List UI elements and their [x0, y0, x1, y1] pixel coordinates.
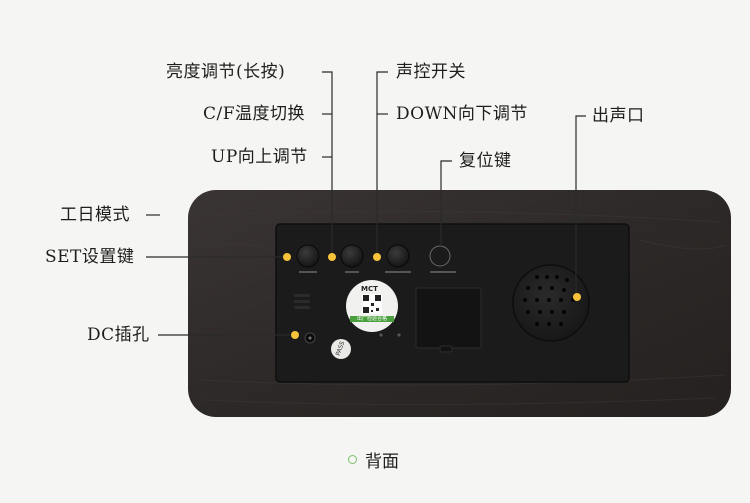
qr-sticker [346, 280, 398, 332]
panel-dots [379, 333, 401, 337]
label-set: SET设置键 [45, 247, 135, 267]
battery-tab [439, 345, 453, 353]
voice-down-button[interactable] [386, 244, 410, 268]
caption: 背面 [348, 447, 399, 472]
label-down: DOWN向下调节 [396, 104, 528, 124]
set-button[interactable] [296, 244, 320, 268]
qr-green-band-text: 出厂检验合格 [356, 316, 387, 322]
label-cf-toggle: C/F温度切换 [203, 104, 306, 124]
pass-sticker [331, 339, 351, 359]
caption-bullet-icon [348, 455, 357, 464]
label-speaker: 出声口 [592, 106, 645, 126]
reset-button[interactable] [429, 245, 451, 267]
label-brightness: 亮度调节(长按) [166, 62, 286, 82]
button-print [299, 271, 456, 273]
battery-cover [415, 287, 482, 349]
speaker-holes [523, 275, 575, 326]
vent-slots [294, 294, 310, 309]
qr-brand: MCT [361, 285, 378, 293]
label-dc: DC插孔 [87, 325, 150, 345]
dc-jack-pin [308, 336, 312, 340]
label-up: UP向上调节 [211, 147, 308, 167]
caption-text: 背面 [365, 452, 399, 472]
callout-markers [283, 253, 581, 339]
callout-lines [146, 71, 586, 336]
wood-grain [197, 210, 726, 406]
label-workday: 工日模式 [60, 205, 130, 225]
label-reset: 复位键 [459, 151, 512, 171]
speaker-grille [512, 264, 590, 342]
cf-up-button[interactable] [340, 244, 364, 268]
label-voice: 声控开关 [396, 62, 466, 82]
